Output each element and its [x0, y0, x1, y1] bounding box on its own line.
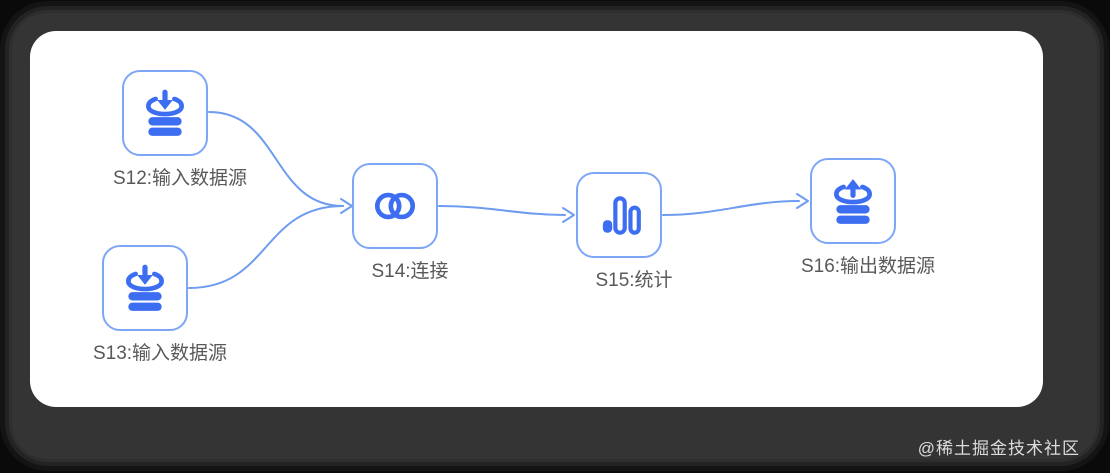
join-icon — [374, 192, 416, 220]
node-label-s12: S12:输入数据源 — [112, 168, 248, 189]
node-s12-input-datasource[interactable] — [122, 70, 208, 156]
node-label-s14: S14:连接 — [371, 261, 449, 282]
database-output-icon — [833, 179, 873, 224]
node-s13-input-datasource[interactable] — [102, 245, 188, 331]
node-label-s16: S16:输出数据源 — [800, 256, 936, 277]
node-s15-statistics[interactable] — [576, 172, 662, 258]
node-s16-output-datasource[interactable] — [810, 158, 896, 244]
database-input-icon — [125, 264, 165, 311]
node-label-s13: S13:输入数据源 — [92, 343, 228, 364]
node-s14-join[interactable] — [352, 163, 438, 249]
bar-chart-icon — [602, 196, 641, 235]
watermark-text: @稀土掘金技术社区 — [917, 439, 1080, 458]
database-input-icon — [145, 89, 185, 136]
node-label-s15: S15:统计 — [595, 270, 673, 291]
